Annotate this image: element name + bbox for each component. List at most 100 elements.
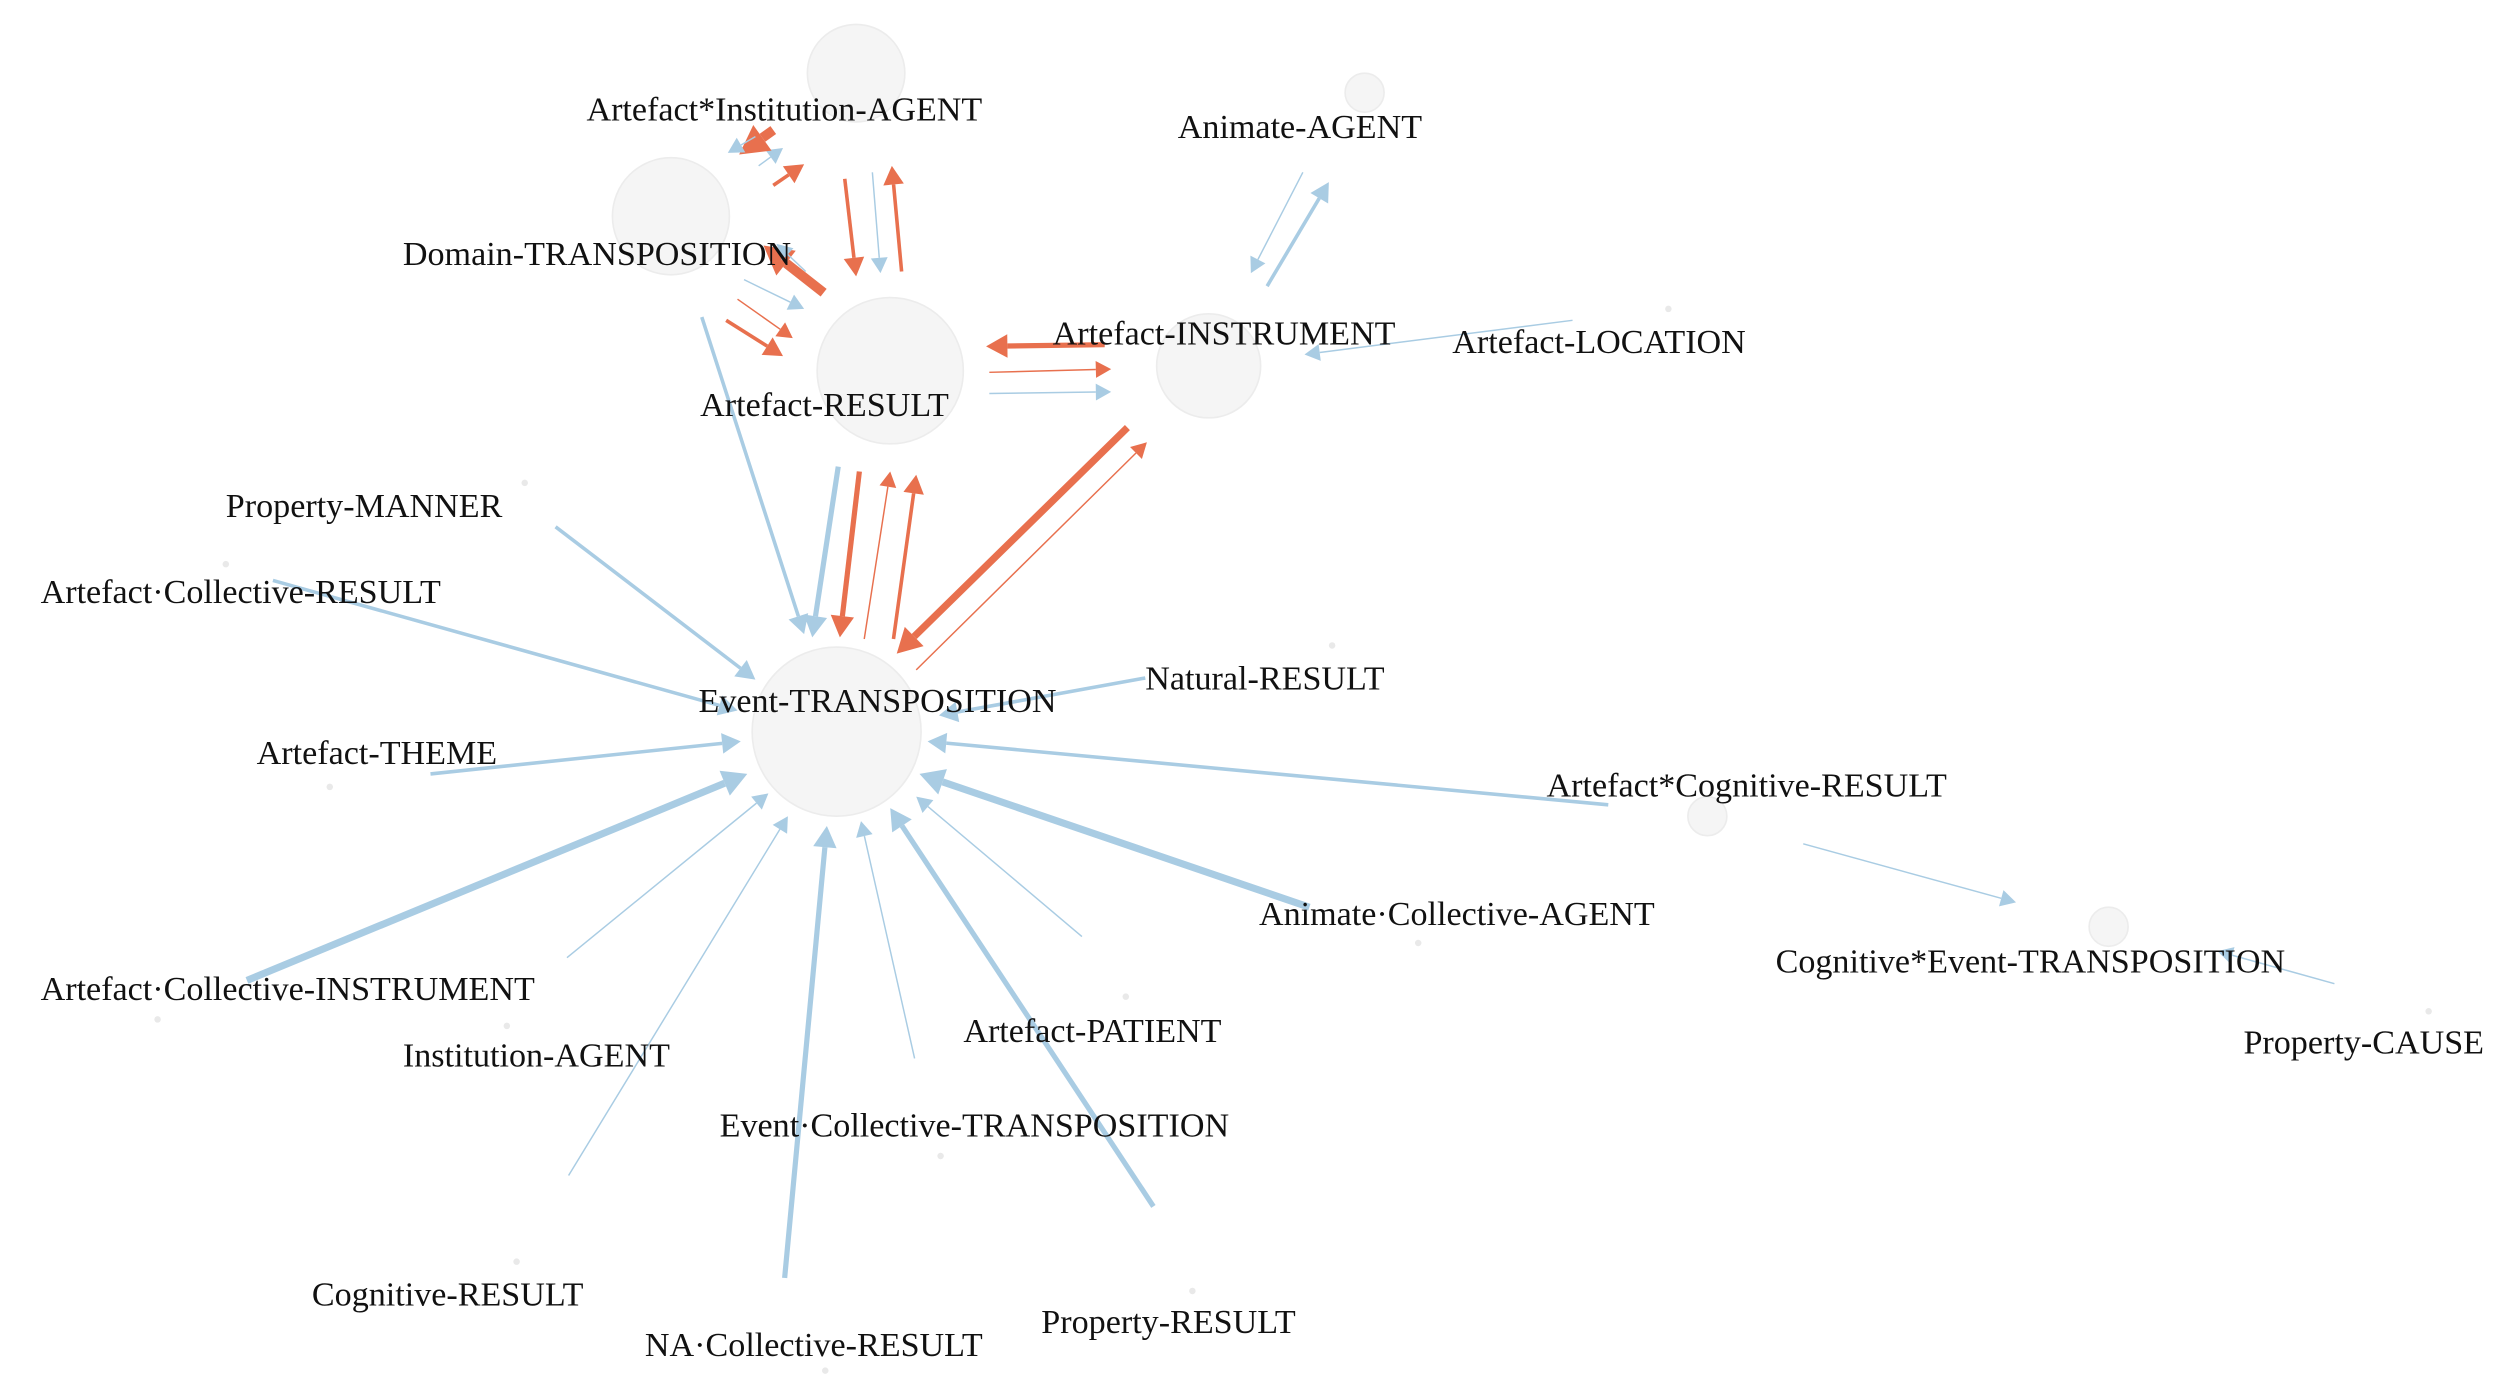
edge[interactable] bbox=[989, 383, 1112, 401]
edge-line bbox=[839, 471, 862, 617]
edge[interactable] bbox=[989, 361, 1112, 378]
edge-arrowhead-icon bbox=[986, 334, 1008, 358]
node-label: Domain-TRANSPOSITION bbox=[403, 236, 791, 273]
edge[interactable] bbox=[986, 334, 1105, 358]
edge[interactable] bbox=[2217, 947, 2335, 985]
node-circle[interactable] bbox=[1189, 1287, 1196, 1295]
edge-arrowhead-icon bbox=[716, 695, 738, 716]
edge-line bbox=[782, 846, 828, 1279]
labels-layer: Event-TRANSPOSITIONArtefact-RESULTArtefa… bbox=[41, 91, 2484, 1364]
edge-line bbox=[783, 259, 827, 297]
node-label: Event·Collective-TRANSPOSITION bbox=[720, 1107, 1229, 1144]
edge-line bbox=[812, 466, 841, 617]
edge-arrowhead-icon bbox=[1130, 442, 1147, 460]
edge-line bbox=[567, 828, 781, 1176]
edge[interactable] bbox=[772, 164, 805, 187]
node-circle[interactable] bbox=[222, 560, 230, 568]
node-circle[interactable] bbox=[521, 479, 528, 487]
node-circle[interactable] bbox=[816, 296, 965, 445]
node-circle[interactable] bbox=[1344, 72, 1385, 113]
edge[interactable] bbox=[700, 316, 809, 635]
edge-arrowhead-icon bbox=[776, 243, 794, 261]
node-circle[interactable] bbox=[1122, 993, 1130, 1000]
edge-line bbox=[743, 278, 791, 303]
node-circle[interactable] bbox=[513, 1258, 520, 1265]
edge[interactable] bbox=[1265, 182, 1329, 288]
node-circle[interactable] bbox=[2088, 906, 2129, 948]
edge-arrowhead-icon bbox=[856, 821, 873, 838]
edge[interactable] bbox=[1304, 319, 1573, 361]
edge-arrowhead-icon bbox=[903, 474, 924, 495]
node-circle[interactable] bbox=[1414, 939, 1422, 947]
edge[interactable] bbox=[890, 808, 1156, 1208]
edge-line bbox=[927, 806, 1083, 938]
edge-arrowhead-icon bbox=[786, 294, 805, 310]
edge-arrowhead-icon bbox=[719, 770, 748, 796]
edge[interactable] bbox=[883, 165, 904, 272]
edge[interactable] bbox=[727, 135, 756, 153]
edge[interactable] bbox=[567, 816, 788, 1176]
edge[interactable] bbox=[554, 525, 756, 680]
edge[interactable] bbox=[842, 178, 865, 277]
node-circle[interactable] bbox=[1328, 642, 1336, 649]
edge[interactable] bbox=[566, 793, 769, 959]
edge[interactable] bbox=[758, 147, 784, 167]
edge-arrowhead-icon bbox=[830, 614, 855, 638]
edge[interactable] bbox=[896, 425, 1130, 654]
edge[interactable] bbox=[743, 278, 805, 310]
node-circle[interactable] bbox=[503, 1022, 511, 1030]
node-label: Property-MANNER bbox=[226, 488, 503, 525]
node-circle[interactable] bbox=[822, 1367, 829, 1374]
node-circle[interactable] bbox=[611, 156, 731, 276]
edge[interactable] bbox=[863, 471, 897, 640]
edge-arrowhead-icon bbox=[803, 614, 828, 638]
edge[interactable] bbox=[782, 825, 837, 1279]
edge-line bbox=[871, 172, 880, 258]
edge-line bbox=[842, 178, 856, 259]
edge-line bbox=[787, 253, 807, 273]
edge-arrowhead-icon bbox=[782, 164, 805, 184]
edge[interactable] bbox=[737, 298, 793, 339]
node-circle[interactable] bbox=[154, 1016, 161, 1023]
edge-arrowhead-icon bbox=[2217, 947, 2235, 964]
edge[interactable] bbox=[919, 769, 1311, 911]
edge[interactable] bbox=[1250, 172, 1304, 274]
edge[interactable] bbox=[927, 732, 1609, 807]
edge-arrowhead-icon bbox=[1095, 361, 1112, 378]
node-circle[interactable] bbox=[2425, 1008, 2432, 1015]
node-circle[interactable] bbox=[806, 23, 906, 123]
node-label: Artefact*Institution-AGENT bbox=[586, 91, 982, 128]
node-circle[interactable] bbox=[1687, 795, 1728, 837]
edge-line bbox=[740, 135, 756, 146]
edge-line bbox=[1319, 319, 1573, 354]
edge[interactable] bbox=[856, 821, 916, 1059]
edge-arrowhead-icon bbox=[721, 733, 741, 754]
edge-arrowhead-icon bbox=[1999, 890, 2017, 907]
edge[interactable] bbox=[915, 442, 1147, 671]
node-circle[interactable] bbox=[937, 1152, 944, 1160]
edge[interactable] bbox=[870, 172, 888, 274]
node-label: Artefact*Cognitive-RESULT bbox=[1547, 768, 1947, 805]
edge-line bbox=[566, 802, 757, 959]
edge-line bbox=[891, 184, 904, 272]
node-circle[interactable] bbox=[751, 646, 922, 818]
edge[interactable] bbox=[245, 770, 748, 984]
edge[interactable] bbox=[1803, 843, 2017, 907]
edge[interactable] bbox=[803, 466, 841, 638]
edge[interactable] bbox=[830, 471, 862, 638]
edge[interactable] bbox=[272, 578, 738, 716]
edge[interactable] bbox=[776, 243, 807, 273]
edge[interactable] bbox=[938, 676, 1146, 723]
edge[interactable] bbox=[739, 125, 777, 155]
edge-line bbox=[700, 316, 801, 617]
node-circle[interactable] bbox=[1155, 312, 1262, 419]
edge[interactable] bbox=[891, 474, 924, 640]
edge[interactable] bbox=[916, 796, 1083, 938]
edge-line bbox=[2232, 954, 2335, 985]
node-circle[interactable] bbox=[1665, 305, 1672, 313]
edge-arrowhead-icon bbox=[765, 147, 784, 164]
edge[interactable] bbox=[430, 733, 741, 776]
edge[interactable] bbox=[725, 318, 784, 357]
node-circle[interactable] bbox=[326, 783, 334, 791]
edge-line bbox=[1265, 197, 1321, 288]
